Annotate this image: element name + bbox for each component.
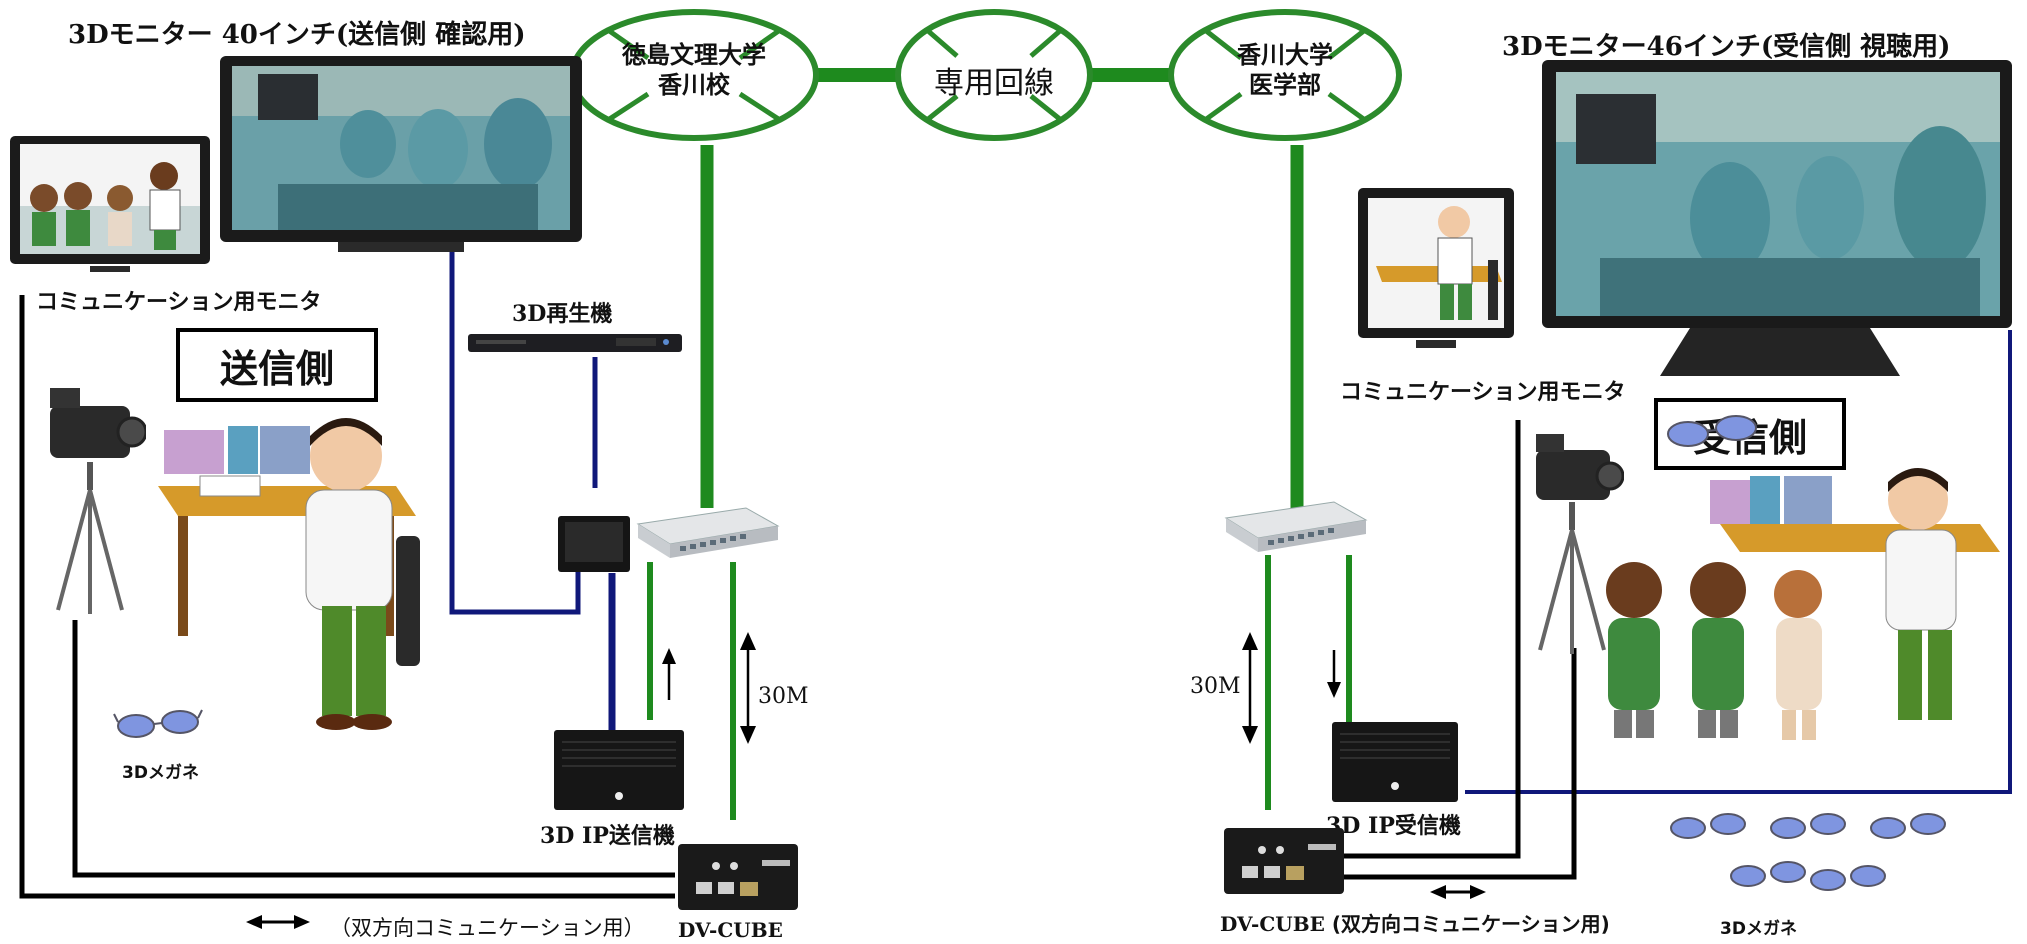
backbone-links bbox=[700, 68, 1304, 508]
node-dedicated-line bbox=[895, 9, 1093, 141]
sender-glasses-label: 3Dメガネ bbox=[122, 763, 199, 783]
bidir-arrow-sender bbox=[246, 915, 310, 929]
arrow-updown-receiver bbox=[1242, 632, 1258, 744]
receiver-comm-monitor-label: コミュニケーション用モニタ bbox=[1340, 380, 1626, 405]
sender-dvcube bbox=[678, 844, 798, 910]
sender-camera-cable bbox=[72, 620, 675, 878]
sender-3d-monitor bbox=[220, 56, 582, 252]
transmitter-label: 3D IP送信機 bbox=[540, 823, 675, 849]
sender-comm-monitor-label: コミュニケーション用モニタ bbox=[36, 290, 322, 315]
node-right-line1: 香川大学 bbox=[1237, 41, 1333, 69]
sender-preview-screen bbox=[558, 516, 630, 572]
receiver-3d-glasses-group bbox=[1670, 813, 1946, 891]
node-tokushima-bunri bbox=[569, 9, 819, 141]
3d-ip-transmitter bbox=[554, 730, 684, 810]
bidir-arrow-receiver bbox=[1430, 885, 1486, 899]
receiver-3d-monitor-cable bbox=[1465, 330, 2012, 794]
node-tokushima-label: 徳島文理大学 香川校 bbox=[566, 40, 822, 100]
receiver-3d-glasses-icon bbox=[1667, 415, 1757, 447]
node-right-line2: 医学部 bbox=[1249, 71, 1321, 99]
sender-bandwidth-label: 30M bbox=[758, 684, 809, 709]
node-left-line2: 香川校 bbox=[658, 71, 730, 99]
receiver-camera-cable bbox=[1300, 648, 1577, 880]
sender-dvcube-label: DV-CUBE bbox=[678, 918, 783, 942]
sender-network-switch bbox=[636, 507, 780, 558]
player-label: 3D再生機 bbox=[512, 301, 613, 327]
3d-player-device bbox=[468, 334, 682, 352]
receiver-3d-monitor bbox=[1542, 60, 2012, 376]
sender-3d-monitor-label: 3Dモニター 40インチ(送信側 確認用) bbox=[68, 20, 526, 50]
receiver-glasses-label: 3Dメガネ bbox=[1720, 919, 1797, 939]
arrow-updown-sender bbox=[740, 632, 756, 744]
receiver-comm-monitor bbox=[1358, 188, 1514, 348]
sender-3d-monitor-cable bbox=[449, 235, 581, 615]
arrow-up-sender bbox=[662, 648, 676, 700]
receiver-dvcube-label: DV-CUBE bbox=[1220, 912, 1325, 936]
node-kagawa-univ bbox=[1168, 9, 1402, 141]
sender-comm-monitor-cable bbox=[19, 295, 675, 899]
sender-3d-glasses-icon bbox=[113, 709, 203, 738]
node-left-line1: 徳島文理大学 bbox=[622, 41, 766, 69]
receiver-comm-monitor-cable bbox=[1300, 420, 1521, 859]
receiver-audience-illustration bbox=[1606, 468, 2000, 740]
sender-video-camera bbox=[50, 388, 146, 614]
receiver-network-switch bbox=[1224, 501, 1368, 552]
node-center-label: 専用回線 bbox=[934, 66, 1054, 101]
sender-bidir-label: （双方向コミュニケーション用） bbox=[330, 916, 645, 940]
node-kagawa-label: 香川大学 医学部 bbox=[1165, 40, 1405, 100]
receiver-bandwidth-label: 30M bbox=[1190, 674, 1241, 699]
receiver-dvcube-caption: DV-CUBE (双方向コミュニケーション用) bbox=[1220, 908, 1610, 937]
sender-side-box: 送信側 bbox=[176, 328, 378, 402]
receiver-label: 3D IP受信機 bbox=[1326, 813, 1461, 839]
3d-ip-receiver bbox=[1332, 722, 1458, 802]
receiver-bidir-label: (双方向コミュニケーション用) bbox=[1331, 912, 1610, 936]
receiver-video-camera bbox=[1536, 434, 1624, 654]
sender-comm-monitor bbox=[10, 136, 210, 272]
receiver-3d-monitor-label: 3Dモニター46インチ(受信側 視聴用) bbox=[1502, 32, 1951, 62]
sender-side-label: 送信側 bbox=[219, 346, 334, 391]
sender-doctor-illustration bbox=[158, 418, 420, 730]
arrow-down-receiver bbox=[1327, 650, 1341, 698]
receiver-dvcube bbox=[1224, 828, 1344, 894]
